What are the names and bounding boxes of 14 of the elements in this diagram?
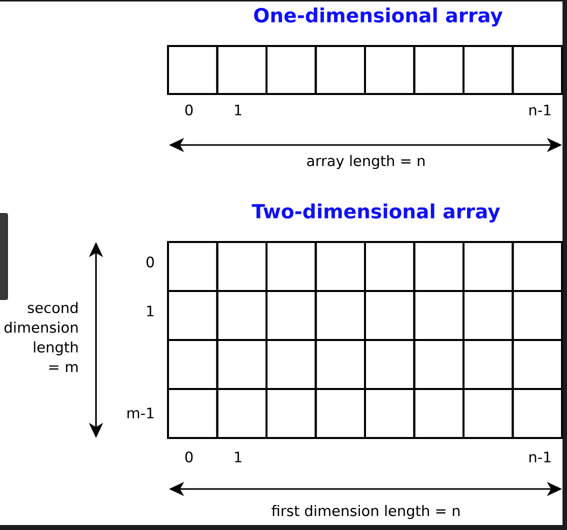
dimension-label: array length = n bbox=[307, 154, 424, 170]
index-label: 1 bbox=[235, 104, 242, 116]
index-label: 0 bbox=[185, 452, 193, 462]
dimension-label: second dimension length = m bbox=[4, 302, 78, 372]
index-label: n-1 bbox=[530, 104, 550, 116]
index-label: 1 bbox=[147, 306, 154, 316]
heading: Two-dimensional array bbox=[252, 204, 500, 222]
index-label: 0 bbox=[146, 256, 154, 268]
index-label: m-1 bbox=[128, 408, 154, 418]
index-label: n-1 bbox=[530, 452, 550, 462]
index-label: 0 bbox=[185, 104, 193, 116]
index-label: 1 bbox=[235, 452, 242, 462]
dimension-label: first dimension length = n bbox=[272, 504, 460, 520]
heading: One-dimensional array bbox=[254, 8, 503, 26]
